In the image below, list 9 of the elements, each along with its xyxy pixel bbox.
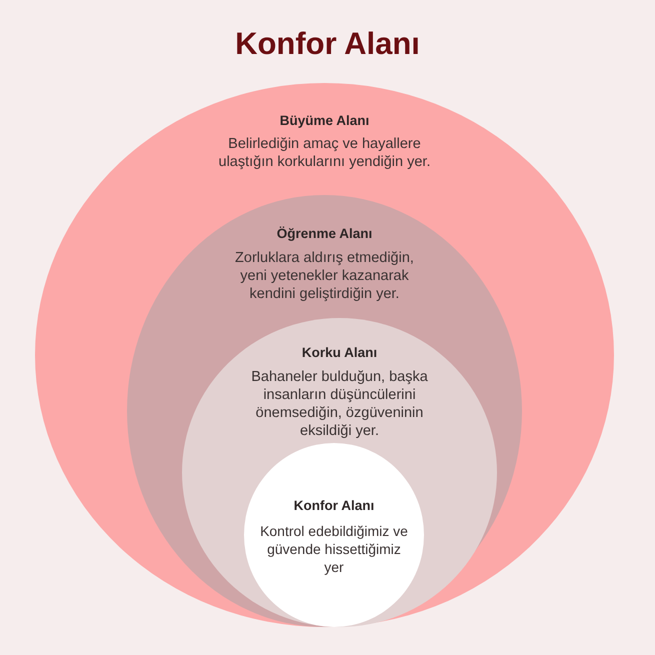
zone-description: Kontrol edebildiğimiz ve güvende hissettiğimiz yer: [259, 522, 409, 576]
zone-heading: Konfor Alanı: [294, 498, 374, 513]
zone-heading: Korku Alanı: [302, 345, 378, 360]
zone-description: Zorluklara aldırış etmediğin, yeni yetenekler kazanarak kendini geliştirdiğin yer.: [234, 249, 415, 303]
zone-description: Belirlediğin amaç ve hayallere ulaştığın korkularını yendiğin yer.: [218, 135, 432, 171]
zone-heading: Öğrenme Alanı: [276, 226, 372, 241]
zone-description: Bahaneler bulduğun, başka insanların düşüncülerini önemsediğin, özgüveninin eksildiği yer.: [250, 368, 429, 440]
zone-heading: Büyüme Alanı: [280, 113, 370, 128]
title: Konfor Alanı: [234, 26, 421, 62]
